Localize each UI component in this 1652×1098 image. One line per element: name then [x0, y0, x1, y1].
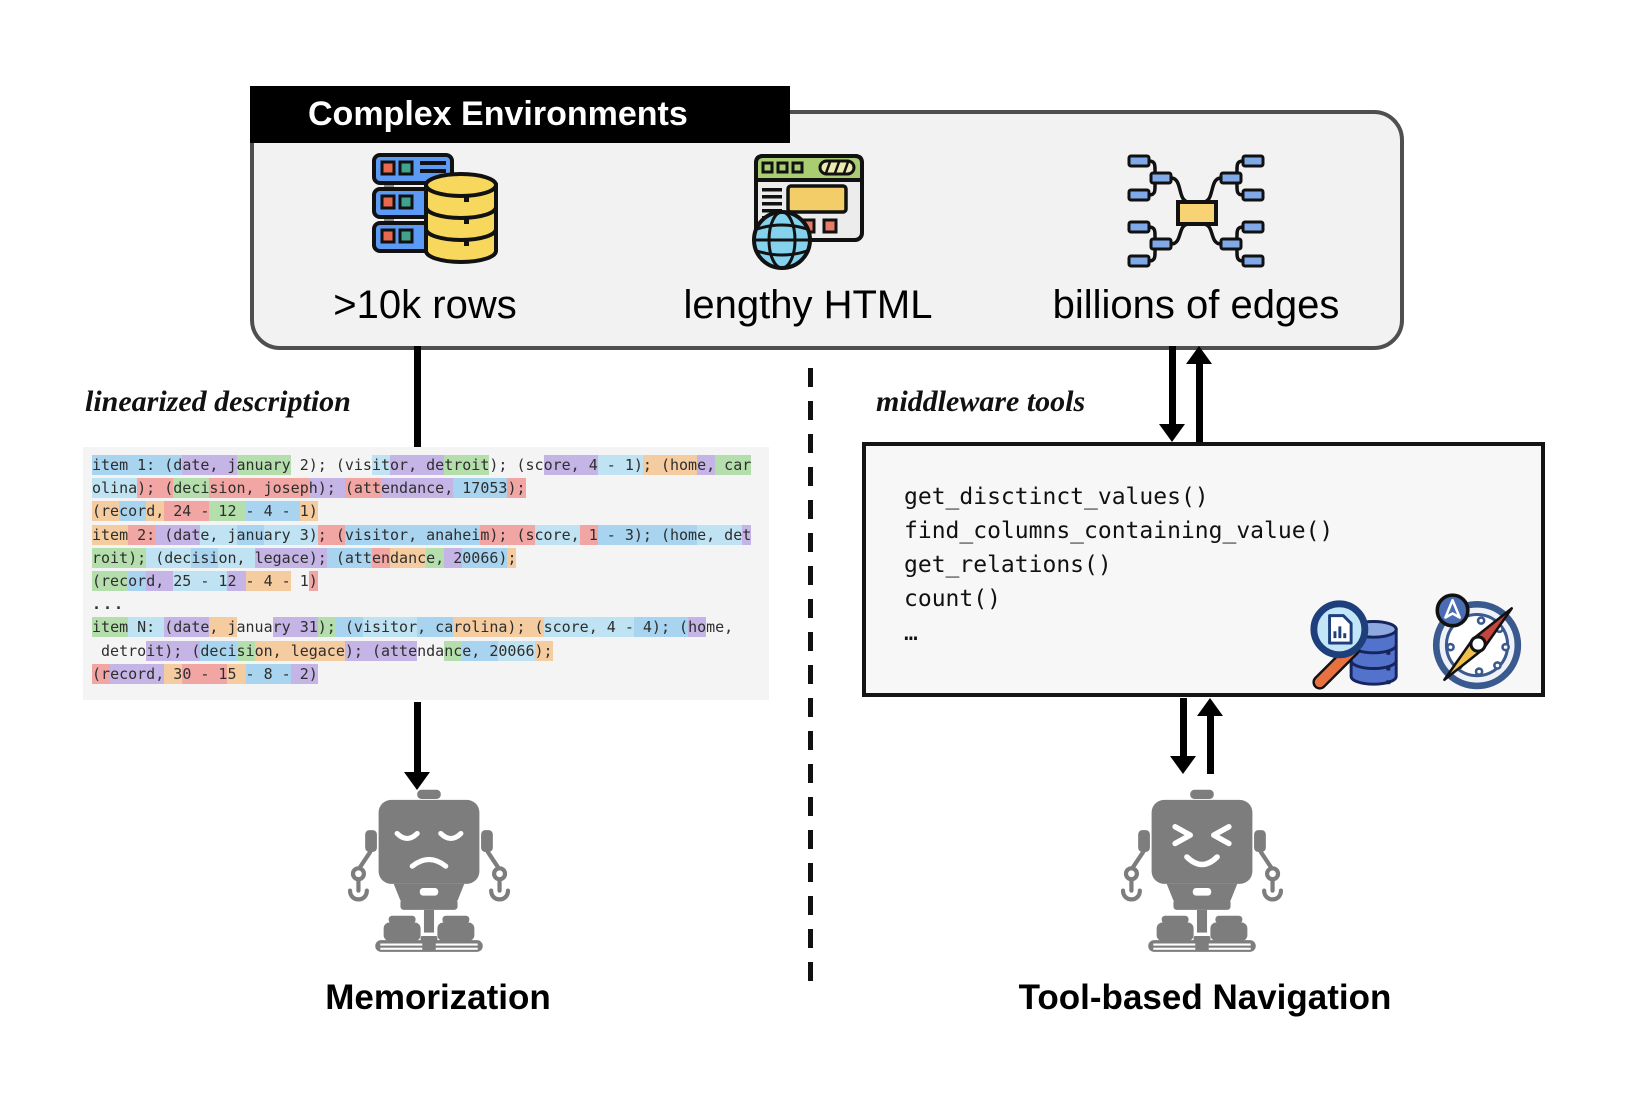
complex-environments-title: Complex Environments [308, 95, 688, 133]
browser-globe-icon [752, 154, 864, 270]
env-item-label: billions of edges [1052, 283, 1340, 327]
linearized-line: (record, 24 - 12 - 4 - 1) [92, 501, 318, 522]
happy-robot-icon [1120, 789, 1284, 952]
tool-function: get_disctinct_values() [904, 484, 1209, 510]
middleware-tools-box [862, 442, 1545, 697]
linearized-line: item 1: (date, january 2); (visitor, det… [92, 455, 752, 475]
database-servers-icon [372, 153, 498, 264]
dashed-divider [808, 368, 813, 992]
linearized-line: item N: (date, january 31); (visitor, ca… [92, 617, 734, 638]
env-item-label: >10k rows [333, 283, 517, 327]
linearized-line: (record, 25 - 12 - 4 - 1) [92, 571, 318, 592]
tool-based-navigation-label: Tool-based Navigation [1018, 978, 1392, 1017]
linearized-line: (record, 30 - 15 - 8 - 2) [92, 663, 318, 684]
linearized-line: detroit); (decision, legace); (attendanc… [92, 640, 553, 661]
linearized-text-block: item 1: (date, january 2); (visitor, det… [83, 447, 769, 700]
sad-robot-icon [347, 789, 511, 952]
magnifier-database-icon [1310, 600, 1398, 690]
linearized-line: item 2: (date, january 3); (visitor, ana… [92, 524, 752, 545]
linearized-line: ... [92, 595, 126, 614]
tool-function: get_relations() [904, 552, 1112, 578]
complex-environments-header: Complex Environments [250, 86, 790, 143]
linearized-line: roit); (decision, legace); (attendance, … [92, 547, 517, 568]
tool-function: count() [904, 586, 1001, 612]
env-item-label: lengthy HTML [683, 283, 933, 327]
compass-icon [1432, 593, 1522, 690]
knowledge-graph-icon [1127, 154, 1265, 268]
tool-function: … [904, 620, 918, 646]
linearized-line: olina); (decision, joseph); (attendance,… [92, 478, 526, 499]
tool-function: find_columns_containing_value() [904, 518, 1334, 544]
middleware-tools-caption: middleware tools [876, 385, 1086, 418]
middleware-tools-list: get_disctinct_values() find_columns_cont… [904, 480, 1333, 650]
memorization-label: Memorization [325, 978, 551, 1017]
linearized-description-caption: linearized description [85, 385, 351, 418]
connector-line-env-to-linearized [414, 346, 421, 448]
